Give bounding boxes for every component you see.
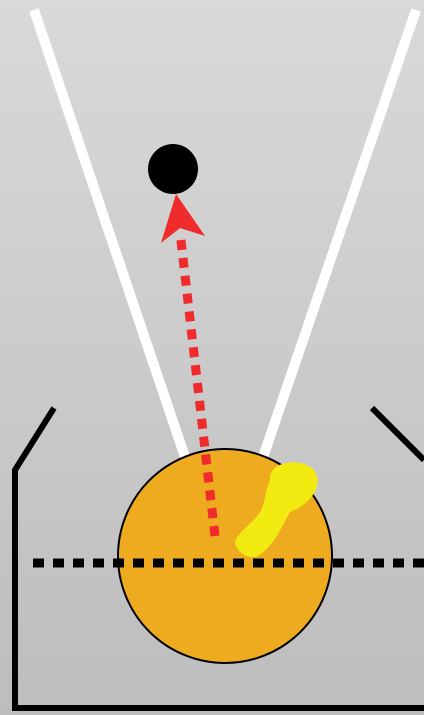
container-right-wall bbox=[369, 405, 424, 463]
container-left-wall bbox=[12, 406, 57, 708]
right-guide-line bbox=[257, 8, 421, 462]
arrow-head-icon bbox=[161, 194, 205, 243]
arrow-shaft bbox=[175, 231, 220, 537]
yellow-highlight bbox=[235, 462, 318, 558]
target-dot bbox=[148, 144, 198, 194]
left-guide-line bbox=[29, 8, 191, 462]
